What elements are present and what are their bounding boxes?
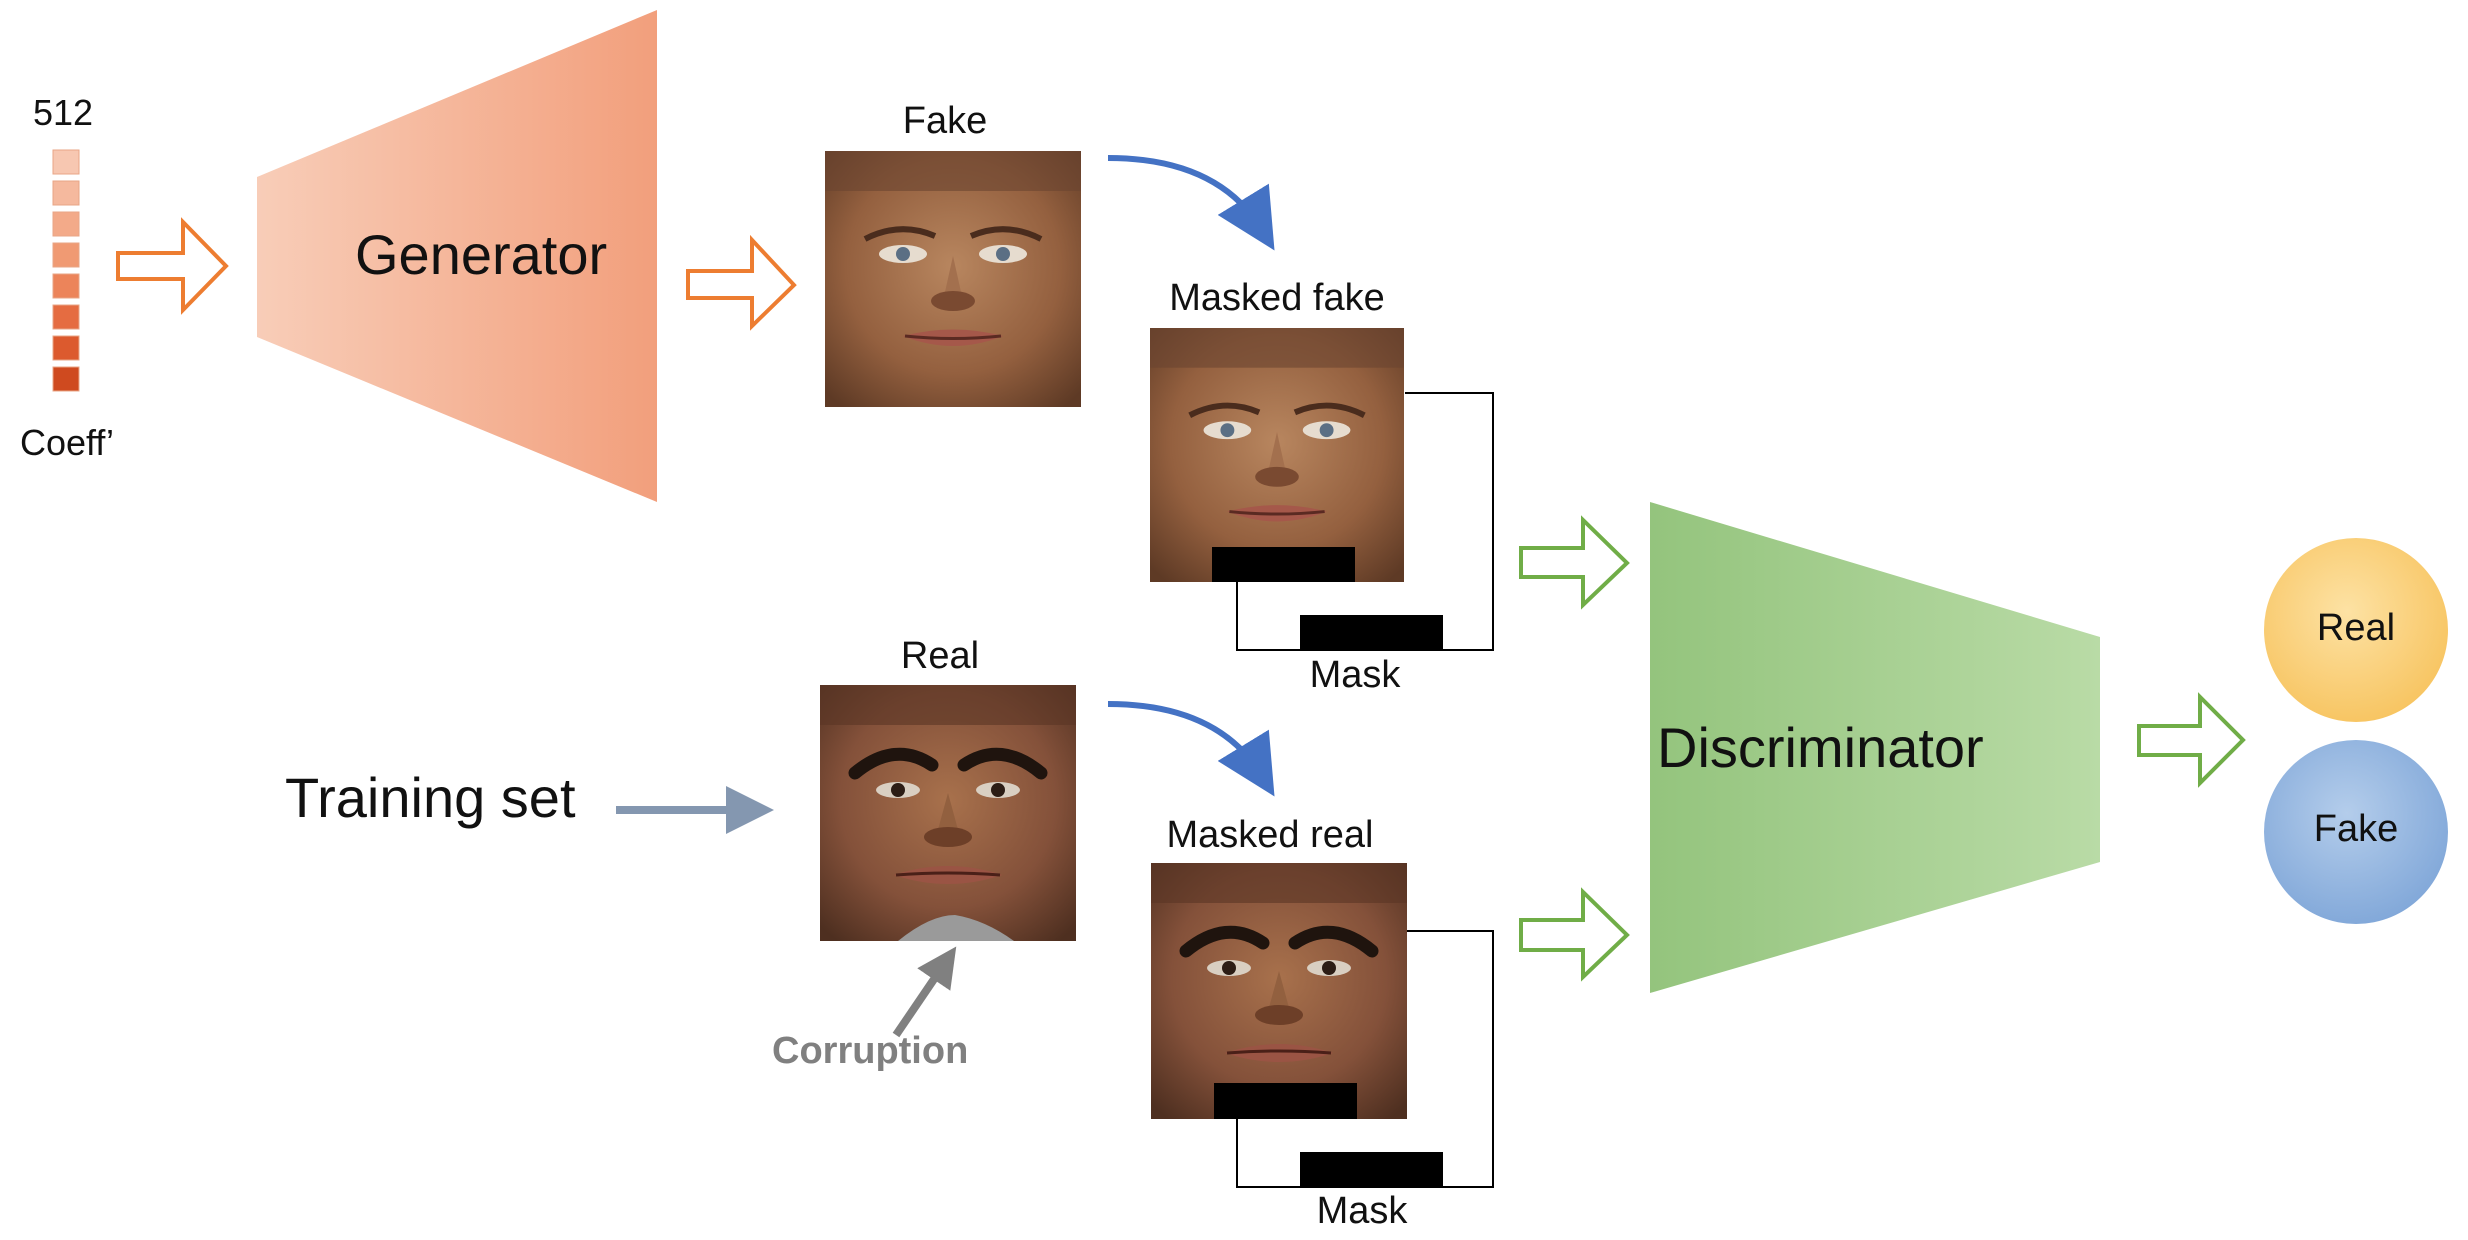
fake-mask-label: Mask (1309, 654, 1401, 696)
real-mask-bracket (1236, 930, 1494, 1188)
real-mask-bar (1300, 1152, 1443, 1187)
masked-real-to-discriminator-arrow (1519, 887, 1630, 982)
masked-real-face-image (1151, 863, 1407, 1119)
fake-to-masked-arrow (1107, 155, 1275, 251)
training-set-label: Training set (285, 766, 576, 829)
coeff-cell (52, 149, 80, 175)
real-output-circle (2264, 538, 2448, 722)
real-output-label: Real (2316, 607, 2396, 649)
masked-fake-title: Masked fake (1169, 277, 1385, 319)
fake-title: Fake (902, 100, 988, 142)
coeff-cell (52, 335, 80, 361)
discriminator-to-output-arrow (2137, 692, 2246, 788)
real-face-image (820, 685, 1076, 941)
coeff-cell (52, 180, 80, 206)
coeff-cell (52, 304, 80, 330)
fake-output-label: Fake (2313, 808, 2399, 850)
fake-face-image (825, 151, 1081, 407)
discriminator-block (1650, 502, 2100, 993)
fake-output-circle (2264, 740, 2448, 924)
fake-mask-bar (1300, 615, 1443, 650)
real-title: Real (900, 635, 980, 677)
coeff-cell (52, 211, 80, 237)
real-mask-label: Mask (1316, 1190, 1408, 1232)
coeff-cell (52, 242, 80, 268)
generator-to-fake-arrow (686, 234, 797, 331)
real-to-masked-arrow (1107, 701, 1275, 797)
coeff-to-generator-arrow (116, 217, 229, 315)
coeff-name-label: Coeff’ (20, 422, 115, 463)
masked-fake-face-image (1150, 328, 1404, 582)
generator-block (257, 10, 657, 502)
discriminator-label: Discriminator (1657, 716, 1984, 779)
fake-mask-bracket (1236, 392, 1494, 651)
corruption-arrow (892, 946, 957, 1038)
masked-real-title: Masked real (1166, 814, 1374, 856)
masked-fake-to-discriminator-arrow (1519, 515, 1630, 610)
coeff-dim-label: 512 (33, 92, 94, 133)
coeff-cell (52, 366, 80, 392)
corruption-label: Corruption (772, 1030, 969, 1072)
coeff-cell (52, 273, 80, 299)
corruption-patch (898, 915, 1014, 941)
generator-label: Generator (355, 223, 608, 286)
